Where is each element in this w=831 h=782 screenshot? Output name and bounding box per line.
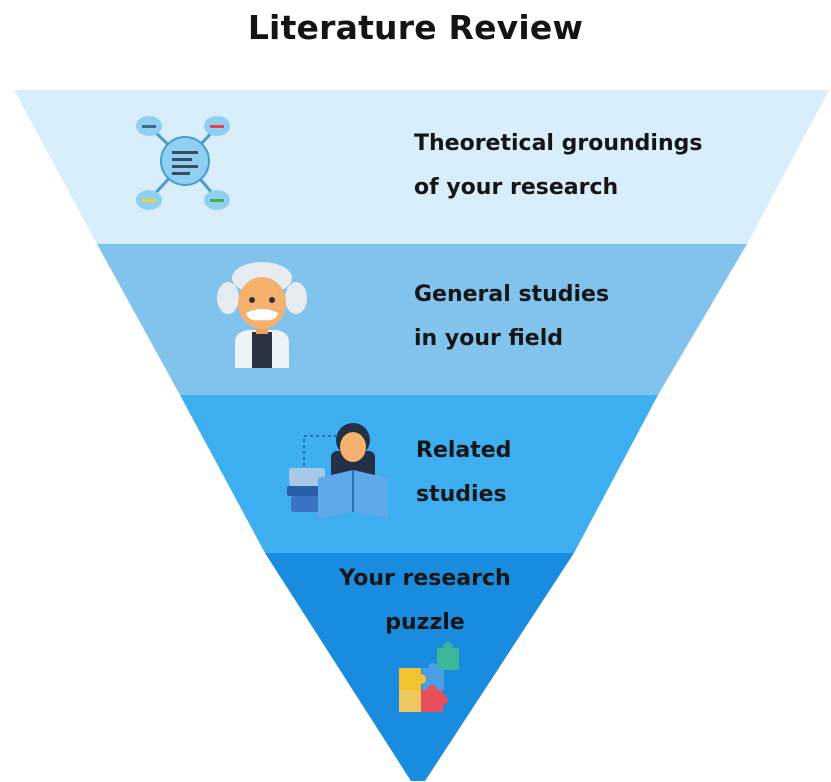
reading-person-icon — [287, 423, 388, 518]
tier-1-line-2: of your research — [414, 175, 619, 200]
tier-4-band — [265, 553, 574, 781]
tier-3-label: Related studies — [416, 429, 511, 517]
tier-3-line-2: studies — [416, 482, 507, 507]
tier-4-label: Your research puzzle — [300, 557, 550, 645]
tier-2-line-2: in your field — [414, 326, 564, 351]
tier-1-line-1: Theoretical groundings — [414, 131, 703, 156]
puzzle-icon — [399, 642, 459, 712]
tier-1-label: Theoretical groundings of your research — [414, 122, 702, 210]
tier-2-label: General studies in your field — [414, 273, 609, 361]
tier-2-line-1: General studies — [414, 282, 610, 307]
scientist-icon — [217, 262, 307, 368]
page-title: Literature Review — [247, 8, 584, 47]
tier-4-line-1: Your research — [339, 566, 511, 591]
tier-3-band — [180, 395, 658, 553]
mind-map-icon — [136, 116, 230, 210]
tier-3-line-1: Related — [416, 438, 512, 463]
tier-4-line-2: puzzle — [385, 610, 465, 635]
